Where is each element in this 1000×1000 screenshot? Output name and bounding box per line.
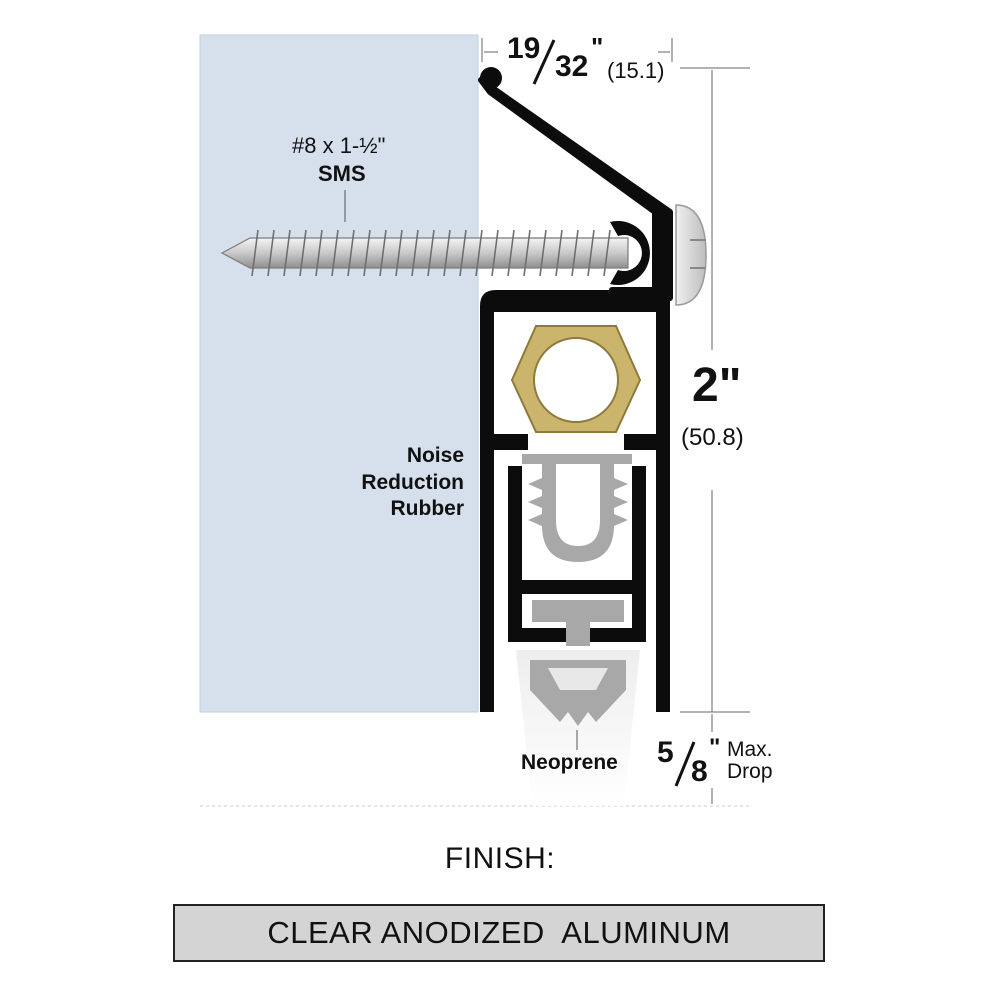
sliding-carrier [508, 466, 646, 642]
housing-ledge-left [494, 434, 528, 450]
screw-boss [610, 221, 650, 285]
drop-numerator: 5 [657, 736, 674, 769]
height-dimension-lines [680, 67, 750, 713]
noise-reduction-rubber [522, 454, 632, 562]
gap-metric: (15.1) [607, 58, 665, 83]
housing-ledge-right [624, 434, 656, 450]
height-metric: (50.8) [681, 424, 744, 451]
gap-denominator: 32 [555, 50, 589, 83]
gap-inch-mark: " [591, 32, 604, 62]
neoprene-label: Neoprene [521, 751, 618, 774]
screw-head [675, 204, 707, 306]
rubber-label-line3: Rubber [390, 497, 465, 520]
finish-value: CLEAR ANODIZED ALUMINUM [267, 915, 731, 950]
door-panel [199, 34, 479, 713]
gap-dimension-lines [481, 38, 673, 62]
rubber-label-line1: Noise [406, 444, 464, 467]
finish-value-box: CLEAR ANODIZED ALUMINUM [173, 904, 825, 962]
drop-max-label: Max. [727, 738, 773, 761]
neoprene-seal [516, 600, 640, 806]
gap-fraction-slash [532, 39, 556, 85]
screw-size-label: #8 x 1-½" [292, 133, 386, 158]
finish-title: FINISH: [444, 842, 556, 875]
gap-numerator: 19 [507, 32, 541, 65]
screw-shank [220, 229, 629, 277]
drop-inch-mark: " [709, 734, 721, 761]
drop-denominator: 8 [691, 755, 708, 788]
hex-nut [510, 325, 642, 433]
rubber-label-line2: Reduction [361, 471, 464, 494]
screw-type-label: SMS [318, 161, 366, 186]
drop-fraction-slash [674, 741, 696, 787]
drop-label: Drop [727, 760, 773, 783]
height-value: 2" [692, 359, 742, 412]
